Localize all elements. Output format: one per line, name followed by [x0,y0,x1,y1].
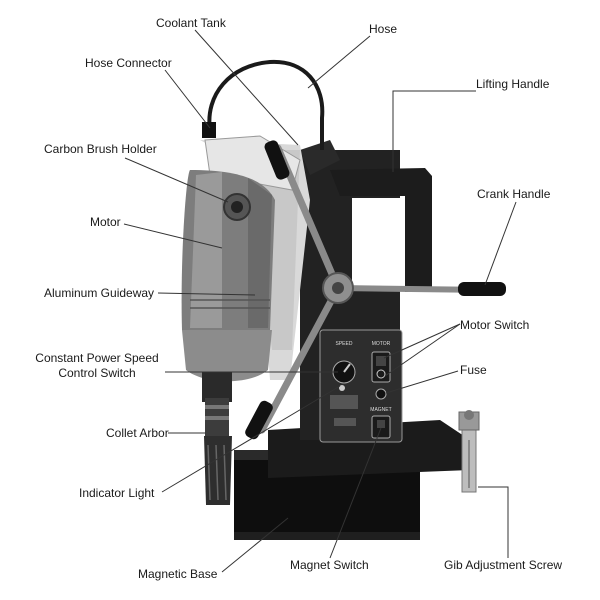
gib-adjustment-screw [458,410,480,493]
label-hose: Hose [369,22,398,36]
label-aluminum-guideway: Aluminum Guideway [44,286,155,300]
label-crank-handle: Crank Handle [477,187,551,201]
label-collet-arbor: Collet Arbor [106,426,169,440]
label-magnet-switch: Magnet Switch [290,558,369,572]
label-magnetic-base: Magnetic Base [138,567,218,581]
label-indicator-light: Indicator Light [79,486,155,500]
label-constant-power-speed-line2: Control Switch [58,366,136,380]
label-lifting-handle: Lifting Handle [476,77,550,91]
label-constant-power-speed-line1: Constant Power Speed [35,351,159,365]
label-constant-power-speed-control-switch: Constant Power Speed Control Switch [30,351,164,381]
crank-handle [245,140,506,440]
panel-magnet-text: MAGNET [370,407,391,413]
panel-speed-text: SPEED [336,341,353,347]
annular-cutter [204,436,232,505]
label-hose-connector: Hose Connector [85,56,172,70]
panel-motor-text: MOTOR [372,341,391,347]
hose [202,59,325,150]
leader-lines [123,29,517,573]
label-gib-adjustment-screw: Gib Adjustment Screw [444,558,563,572]
label-fuse: Fuse [460,363,487,377]
collet-arbor [202,372,232,436]
label-carbon-brush-holder: Carbon Brush Holder [44,142,157,156]
label-coolant-tank: Coolant Tank [156,16,226,30]
control-panel: SPEED MOTOR MAGNET [319,329,403,443]
motor [181,170,275,382]
label-motor: Motor [90,215,121,229]
label-motor-switch: Motor Switch [460,318,530,332]
